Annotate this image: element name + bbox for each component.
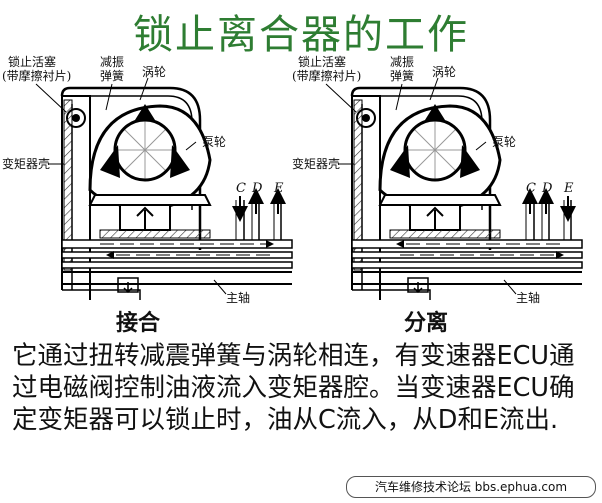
right-port-c: C xyxy=(526,181,536,196)
left-converter-housing-label: 变矩器壳 xyxy=(2,156,50,171)
right-port-e: E xyxy=(563,181,574,196)
footer-badge: 汽车维修技术论坛 bbs.ephua.com xyxy=(346,476,596,498)
left-converter xyxy=(60,86,294,302)
right-converter xyxy=(350,86,584,302)
left-turbine-label: 涡轮 xyxy=(142,65,166,79)
right-caption: 分离 xyxy=(404,310,448,336)
right-turbine-label: 涡轮 xyxy=(432,65,456,79)
right-lockup-piston-label: 锁止活塞 xyxy=(298,54,346,69)
description-text: 它通过扭转减震弹簧与涡轮相连，有变速器ECU通过电磁阀控制油液流入变矩器腔。当变… xyxy=(12,341,575,435)
left-main-shaft-label: 主轴 xyxy=(226,290,250,305)
left-port-c: C xyxy=(236,181,246,196)
left-lockup-piston-label: 锁止活塞 xyxy=(8,54,56,69)
left-port-d: D xyxy=(251,181,263,196)
right-damper-label-1: 减振 xyxy=(390,55,414,69)
right-port-d: D xyxy=(541,181,553,196)
right-main-shaft-label: 主轴 xyxy=(516,290,540,305)
right-pump-label: 泵轮 xyxy=(492,135,516,149)
left-caption: 接合 xyxy=(116,310,161,336)
right-converter-housing-label: 变矩器壳 xyxy=(292,156,340,171)
left-port-e: E xyxy=(273,181,284,196)
left-damper-label-1: 减振 xyxy=(100,55,124,69)
left-pump-label: 泵轮 xyxy=(202,135,226,149)
right-friction-lining-label: (带摩擦衬片) xyxy=(292,68,361,83)
left-friction-lining-label: (带摩擦衬片) xyxy=(2,68,71,83)
right-damper-label-2: 弹簧 xyxy=(390,68,414,83)
left-damper-label-2: 弹簧 xyxy=(100,68,124,83)
page-title: 锁止离合器的工作 xyxy=(133,12,469,58)
